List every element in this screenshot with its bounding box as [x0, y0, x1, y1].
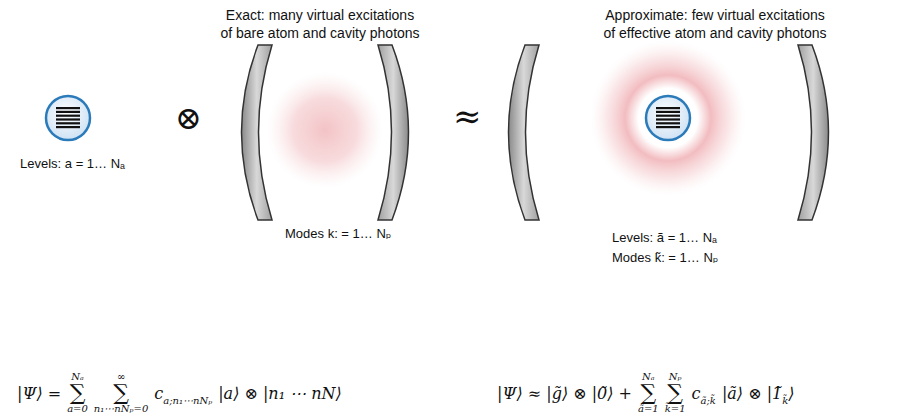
term: |ã⟩ ⊗ |1̃k̃⟩ [722, 384, 795, 403]
atom-icon [646, 96, 690, 140]
panel-heading: Exact: many virtual excitations of bare … [220, 6, 420, 42]
lower-limit: n₁⋯nNₚ=0 [94, 404, 148, 415]
modes-label: Modes k̃: = 1… Nₚ [612, 250, 718, 267]
cavity-mirror [378, 45, 409, 220]
cavity-mirror [242, 45, 273, 220]
lower-limit: ã=1 [638, 404, 659, 415]
math-term: c [692, 384, 701, 403]
levels-label: Levels: a = 1… Nₐ [20, 156, 125, 173]
lower-limit: k̃=1 [665, 404, 686, 415]
sum-symbol: ∑ [640, 382, 656, 404]
math-term: |a⟩ ⊗ |n₁ ⋯ nN⟩ [218, 384, 342, 403]
modes-label: Modes k: = 1… Nₚ [285, 226, 391, 243]
upper-limit: Nₐ [642, 372, 655, 383]
term: |a⟩ ⊗ |n₁ ⋯ nN⟩ [218, 384, 342, 403]
subscript: k̃ [782, 395, 788, 406]
math-term: ⟩ [788, 384, 794, 403]
approx-symbol: ≈ [453, 99, 482, 133]
term: |Ψ⟩ ≈ |g̃⟩ ⊗ |0̃⟩ + [497, 384, 632, 403]
term: ca;n₁⋯nNₚ [154, 384, 212, 403]
upper-limit: Nₚ [669, 372, 682, 383]
state-equation: |Ψ⟩ =Nₐ∑a=0∞∑n₁⋯nNₚ=0ca;n₁⋯nNₚ|a⟩ ⊗ |n₁ … [14, 371, 345, 415]
levels-label: Levels: ã = 1… Nₐ [612, 230, 717, 247]
sum-symbol: ∑ [113, 382, 129, 404]
term: |Ψ⟩ = [17, 384, 61, 403]
state-equation: |Ψ⟩ ≈ |g̃⟩ ⊗ |0̃⟩ +Nₐ∑ã=1Nₚ∑k̃=1cã;k̃|ã⟩… [494, 371, 798, 415]
cavity-mirror [798, 45, 829, 220]
math-term: |Ψ⟩ = [17, 384, 61, 403]
upper-limit: ∞ [117, 372, 125, 383]
sum-operator: Nₐ∑ã=1 [638, 372, 659, 415]
term: cã;k̃ [692, 384, 716, 403]
lower-limit: a=0 [67, 404, 88, 415]
cavity-mirror [509, 45, 540, 220]
panel-heading: Approximate: few virtual excitations of … [603, 6, 827, 42]
atom-icon [46, 96, 90, 140]
sum-operator: Nₚ∑k̃=1 [665, 372, 686, 415]
math-term: |ã⟩ ⊗ |1̃ [722, 384, 782, 403]
upper-limit: Nₐ [71, 372, 84, 383]
sum-symbol: ∑ [70, 382, 86, 404]
subscript: ã;k̃ [700, 395, 715, 406]
dressed-photon-halo [590, 40, 746, 196]
math-term: c [154, 384, 163, 403]
sum-symbol: ∑ [667, 382, 683, 404]
sum-operator: Nₐ∑a=0 [67, 372, 88, 415]
math-term: |Ψ⟩ ≈ |g̃⟩ ⊗ |0̃⟩ + [497, 384, 632, 403]
sum-operator: ∞∑n₁⋯nNₚ=0 [94, 372, 148, 415]
tensor-symbol: ⊗ [175, 102, 202, 134]
photon-cloud [267, 72, 383, 188]
subscript: a;n₁⋯nNₚ [163, 395, 212, 406]
